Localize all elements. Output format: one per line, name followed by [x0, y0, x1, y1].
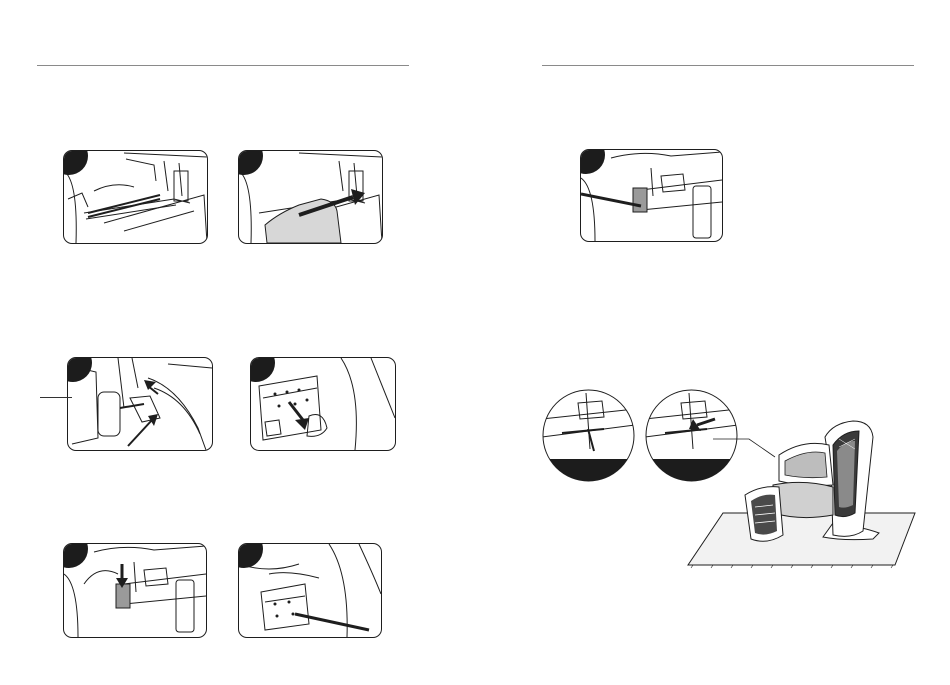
massage-chair-overview	[683, 415, 923, 570]
step-5-illustration	[63, 543, 207, 638]
header-rule-right	[542, 65, 914, 66]
step-3-illustration	[67, 357, 213, 451]
step-4-illustration	[250, 357, 396, 451]
right-page	[475, 0, 950, 685]
step-2-illustration	[238, 150, 383, 244]
left-page	[0, 0, 475, 685]
detail-callout-left	[542, 389, 635, 482]
step-6-illustration	[238, 543, 382, 638]
step-7-illustration	[580, 149, 723, 242]
header-rule-left	[37, 65, 409, 66]
step-1-illustration	[63, 150, 208, 244]
step-3-leader-line	[40, 397, 72, 398]
